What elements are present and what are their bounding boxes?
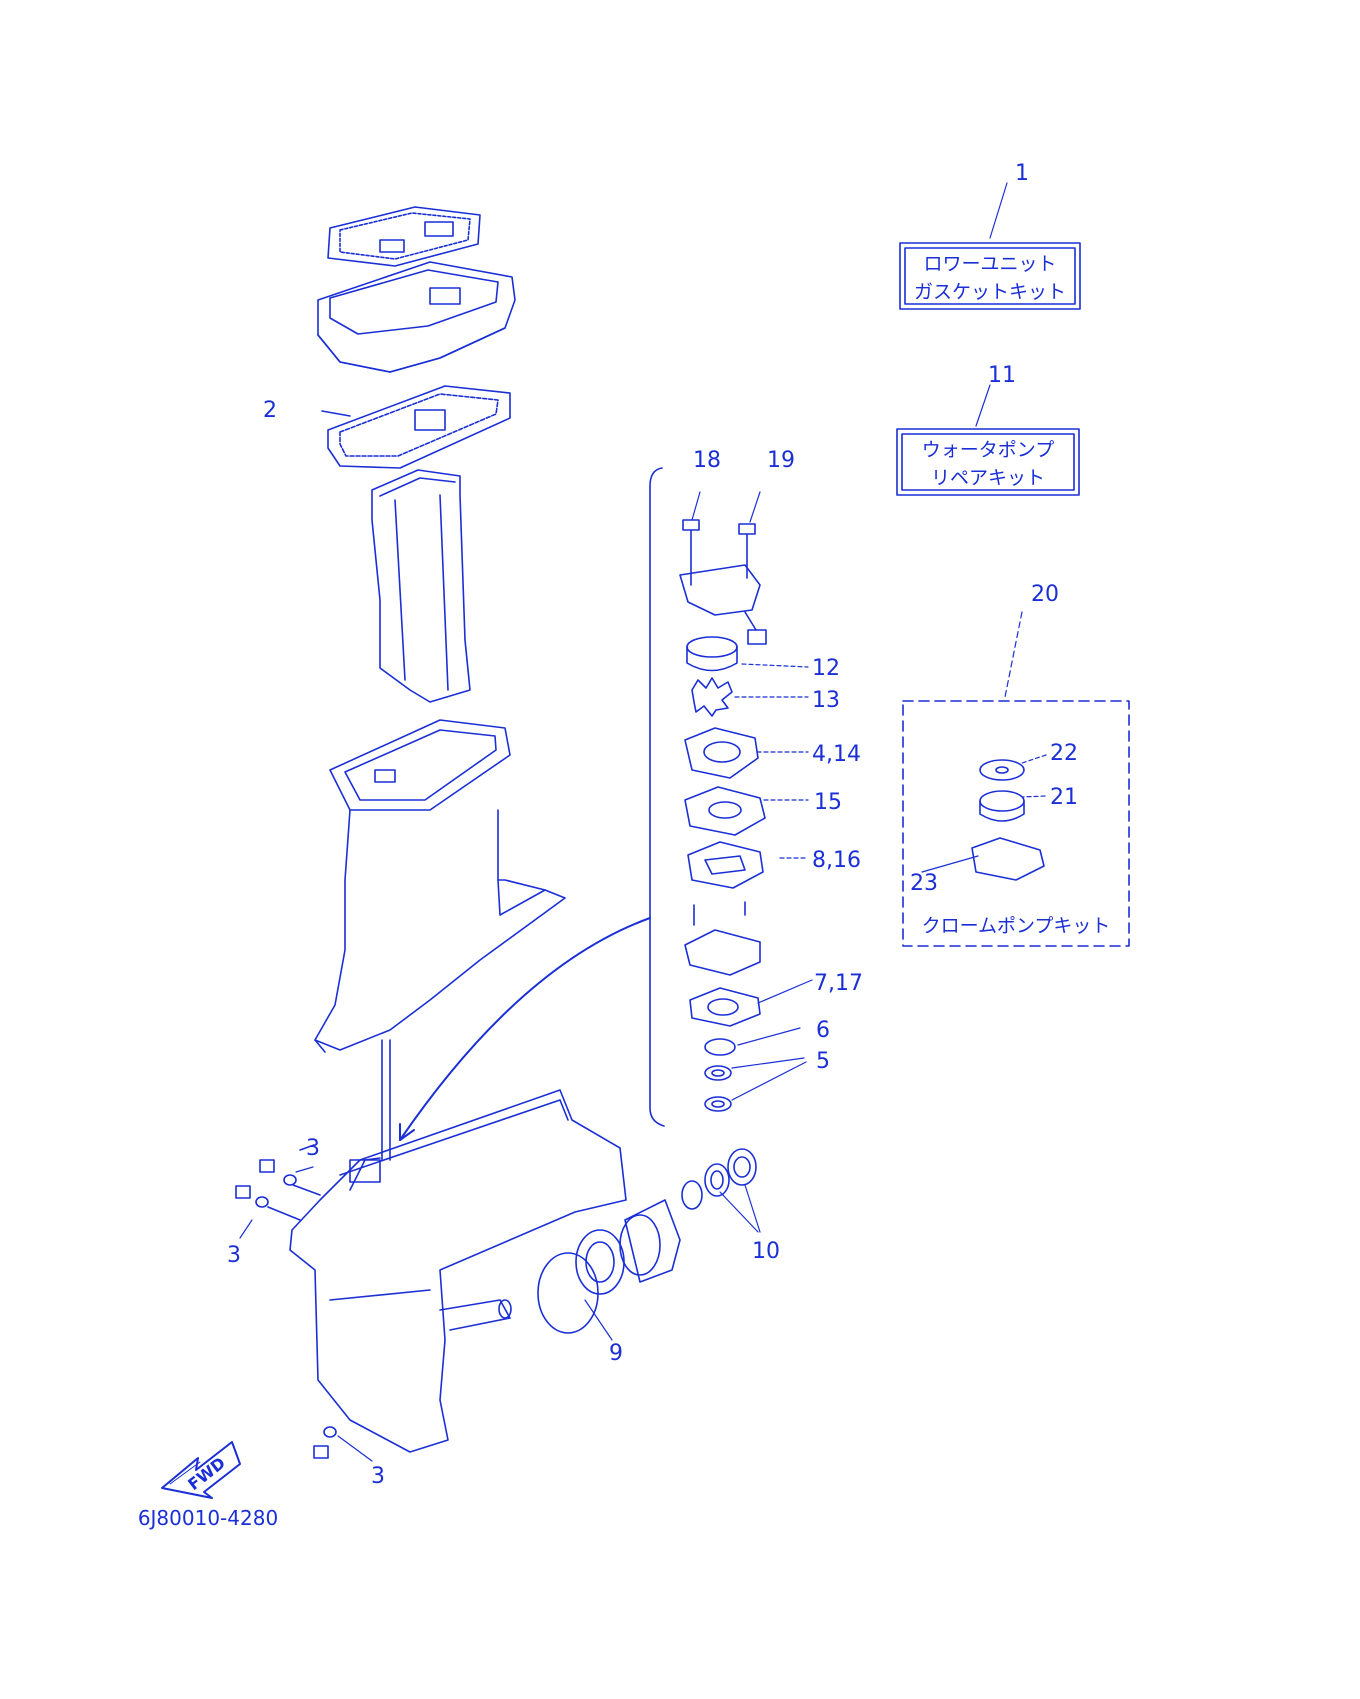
gasket-kit-number: 1 [1015, 161, 1029, 186]
water-pump-kit-number: 11 [988, 363, 1016, 388]
insert-cartridge [686, 636, 738, 672]
water-pump-kit-box [896, 428, 1080, 496]
upper-casing [371, 469, 471, 703]
callout-21: 21 [1050, 785, 1078, 810]
callout-23: 23 [910, 871, 938, 896]
pump-housing [679, 564, 767, 645]
callout-22: 22 [1050, 741, 1078, 766]
gasket-kit-line2: ガスケットキット [914, 281, 1066, 303]
callout-2: 2 [263, 398, 277, 423]
drive-shaft-housing [314, 719, 566, 1053]
callout-19: 19 [767, 448, 795, 473]
water-pump-group-bracket [649, 467, 665, 1127]
callout-3-upper: 3 [306, 1136, 320, 1161]
diagram-code: 6J80010-4280 [138, 1506, 278, 1530]
impeller [691, 677, 733, 717]
chrome-pump-kit-label: クロームポンプキット [922, 915, 1111, 937]
callout-5: 5 [816, 1049, 830, 1074]
callout-13: 13 [812, 688, 840, 713]
gasket-2 [321, 385, 511, 469]
callout-9: 9 [609, 1341, 623, 1366]
upper-gasket [327, 206, 481, 267]
oil-seals-5 [704, 1065, 732, 1112]
pump-base [684, 901, 761, 976]
leader-lines [239, 182, 1047, 1462]
fwd-arrow-icon [161, 1441, 241, 1499]
propeller-shaft-housing-parts [537, 1148, 757, 1334]
water-pump-kit-line1: ウォータポンプ [922, 439, 1054, 461]
gasket-7-17 [689, 987, 761, 1027]
water-pump-kit-line2: リペアキット [931, 467, 1045, 489]
callout-10: 10 [752, 1239, 780, 1264]
bolts-18-19 [682, 519, 756, 586]
outer-plate-8-16 [687, 841, 764, 889]
callout-3-left: 3 [227, 1243, 241, 1268]
gasket-kit-line1: ロワーユニット [923, 253, 1056, 275]
callout-18: 18 [693, 448, 721, 473]
callout-15: 15 [814, 790, 842, 815]
gasket-kit-box [899, 242, 1081, 310]
fwd-label: FWD [184, 1453, 229, 1494]
chrome-pump-kit-number: 20 [1031, 582, 1059, 607]
chrome-kit-parts [971, 759, 1045, 881]
outer-plate-15 [684, 786, 766, 836]
callout-4-14: 4,14 [812, 742, 861, 767]
pump-location-arrow [399, 917, 651, 1141]
callout-12: 12 [812, 656, 840, 681]
callout-7-17: 7,17 [814, 971, 863, 996]
o-ring-6 [704, 1038, 736, 1056]
drive-shaft [381, 1039, 391, 1161]
callout-8-16: 8,16 [812, 848, 861, 873]
callout-6: 6 [816, 1018, 830, 1043]
lower-gear-case [289, 1089, 627, 1453]
drain-plugs [235, 1144, 337, 1459]
pump-gasket-4-14 [684, 727, 759, 779]
chrome-pump-kit-box [902, 700, 1130, 947]
exhaust-guide [317, 261, 516, 373]
callout-3-lower: 3 [371, 1464, 385, 1489]
